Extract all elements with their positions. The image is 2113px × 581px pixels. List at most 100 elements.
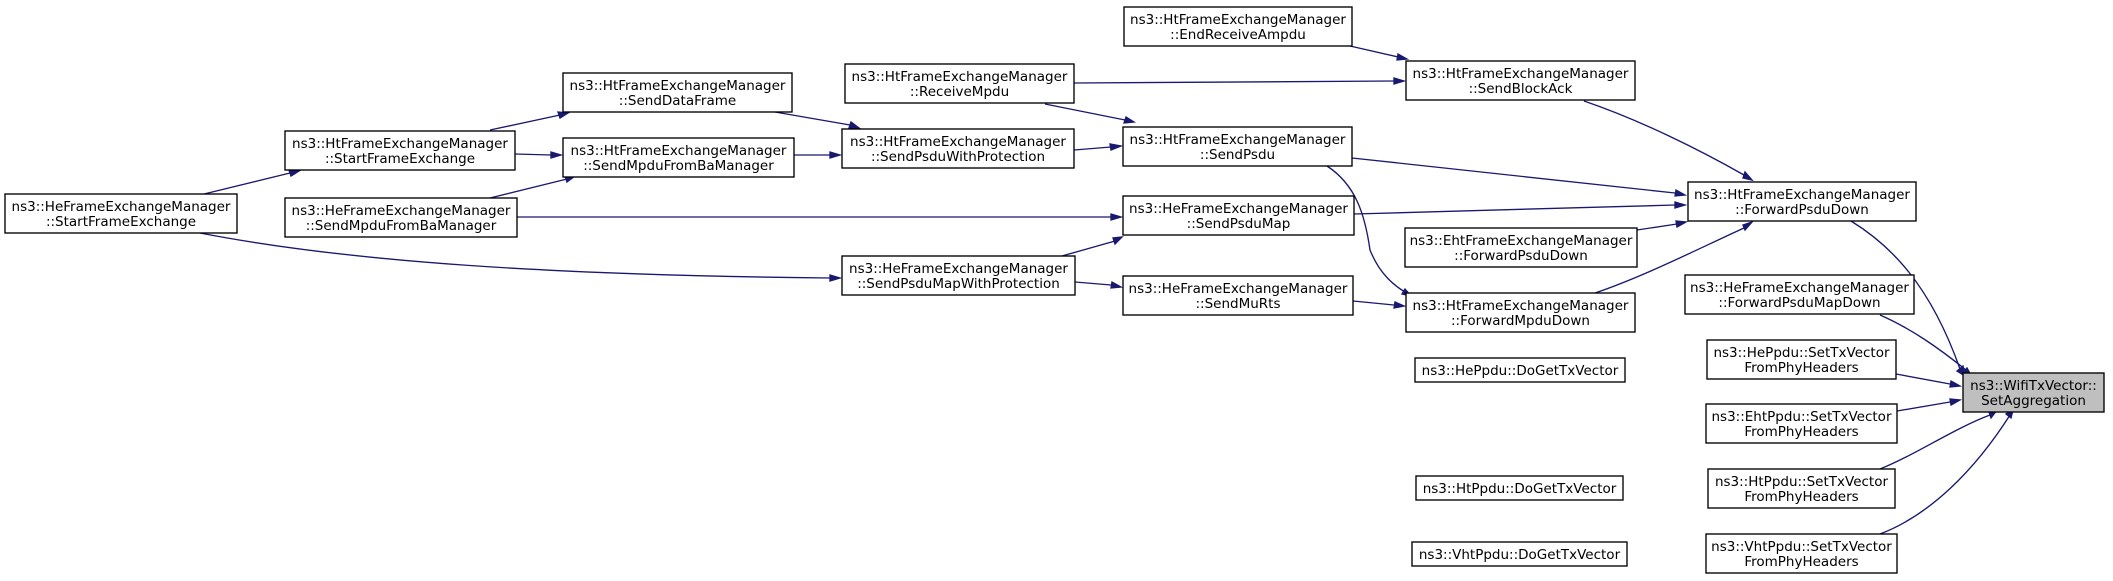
node-label-line: ::SendMpduFromBaManager	[306, 218, 497, 234]
node-box	[1707, 468, 1896, 509]
edge-line	[1879, 314, 1967, 371]
edge-line	[1061, 240, 1116, 257]
edge-n_ht_sendblockack-to-n_ht_fwd_psdu	[1583, 100, 1754, 182]
edge-line	[1353, 204, 1676, 215]
graph-node-ht-endreceiveampdu[interactable]: ns3::HtFrameExchangeManager::EndReceiveA…	[1123, 6, 1353, 47]
node-label-line: ns3::HtFrameExchangeManager	[852, 69, 1068, 85]
edge-line	[1074, 281, 1112, 286]
graph-node-vhtppdu-dogettx[interactable]: ns3::VhtPpdu::DoGetTxVector	[1411, 541, 1628, 567]
node-label-line: ns3::HtFrameExchangeManager	[1130, 12, 1346, 28]
graph-node-ht-senddataframe[interactable]: ns3::HtFrameExchangeManager::SendDataFra…	[562, 72, 793, 113]
node-label-line: ns3::HtPpdu::SetTxVector	[1715, 474, 1889, 490]
edge-line	[203, 172, 291, 195]
edge-line	[1326, 165, 1406, 293]
edge-line	[1351, 157, 1676, 194]
node-box	[562, 72, 793, 113]
node-label-line: ::EndReceiveAmpdu	[1170, 27, 1306, 43]
edge-n_ht_fwd_mpdu-to-n_ht_fwd_psdu	[1594, 220, 1755, 294]
graph-node-ht-sendmpdufromba[interactable]: ns3::HtFrameExchangeManager::SendMpduFro…	[562, 137, 795, 178]
node-label-line: ::SendPsduWithProtection	[871, 149, 1045, 165]
edge-line	[1044, 103, 1126, 121]
arrowhead-icon	[1949, 379, 1963, 388]
graph-node-he-sendpsdumapwithprot[interactable]: ns3::HeFrameExchangeManager::SendPsduMap…	[841, 255, 1076, 296]
node-label-line: ns3::HeFrameExchangeManager	[849, 261, 1068, 277]
graph-node-target[interactable]: ns3::WifiTxVector::SetAggregation	[1962, 372, 2105, 413]
edge-n_ht_sendmpdufromba-to-n_ht_sendpsduwithprot	[794, 151, 843, 159]
node-label-line: ns3::HeFrameExchangeManager	[292, 203, 511, 219]
edge-line	[1895, 373, 1951, 385]
arrowhead-icon	[829, 274, 843, 282]
edge-n_he_startframeexchange-to-n_he_sendpsdumapwithprot	[199, 232, 843, 282]
graph-node-ht-startframeexchange[interactable]: ns3::HtFrameExchangeManager::StartFrameE…	[284, 130, 516, 171]
arrowhead-icon	[829, 151, 843, 159]
arrowhead-icon	[557, 111, 571, 120]
node-box	[1405, 292, 1636, 333]
node-label-line: ::ForwardPsduMapDown	[1718, 295, 1880, 311]
node-label-line: ns3::HtFrameExchangeManager	[1413, 298, 1629, 314]
arrowhead-icon	[1110, 280, 1124, 289]
node-label-line: ns3::VhtPpdu::SetTxVector	[1711, 539, 1892, 555]
edge-n_he_sendpsdumap-to-n_ht_fwd_psdu	[1353, 201, 1688, 215]
graph-node-ht-sendpsduwithprot[interactable]: ns3::HtFrameExchangeManager::SendPsduWit…	[841, 128, 1075, 169]
graph-node-he-startframeexchange[interactable]: ns3::HeFrameExchangeManager::StartFrameE…	[4, 193, 238, 234]
node-label-line: SetAggregation	[1981, 393, 2086, 409]
node-label-line: ::ForwardPsduDown	[1735, 202, 1869, 218]
node-box	[1684, 274, 1915, 315]
arrowhead-icon	[1123, 115, 1137, 124]
edge-line	[1352, 300, 1395, 306]
edge-line	[1349, 45, 1399, 58]
graph-node-ht-receivempdu[interactable]: ns3::HtFrameExchangeManager::ReceiveMpdu	[844, 63, 1075, 104]
node-label-line: ::SendMpduFromBaManager	[583, 158, 774, 174]
arrowhead-icon	[550, 151, 564, 159]
nodes-layer: ns3::WifiTxVector::SetAggregationns3::Ht…	[4, 6, 2105, 574]
node-box	[1415, 475, 1624, 501]
edge-n_vhtppdu_settx-to-n_target	[1879, 408, 2015, 535]
edge-n_he_sendmpdufromba-to-n_ht_sendmpdufromba	[489, 175, 578, 199]
node-box	[562, 137, 795, 178]
edge-n_ht_startframeexchange-to-n_ht_senddataframe	[489, 111, 571, 131]
edge-line	[1583, 100, 1745, 176]
graph-node-he-fwd-psdumap[interactable]: ns3::HeFrameExchangeManager::ForwardPsdu…	[1684, 274, 1915, 315]
edge-n_ht_receivempdu-to-n_ht_sendblockack	[1073, 77, 1407, 85]
node-label-line: ::SendBlockAck	[1469, 81, 1573, 97]
node-label-line: ns3::HtFrameExchangeManager	[1130, 132, 1346, 148]
arrowhead-icon	[1675, 220, 1689, 229]
arrowhead-icon	[1396, 52, 1410, 61]
arrowhead-icon	[1112, 236, 1124, 246]
arrowhead-icon	[288, 169, 302, 178]
graph-node-eht-fwd-psdu[interactable]: ns3::EhtFrameExchangeManager::ForwardPsd…	[1404, 227, 1638, 268]
node-label-line: ::SendPsduMapWithProtection	[857, 276, 1060, 292]
edge-n_ht_endreceiveampdu-to-n_ht_sendblockack	[1349, 45, 1410, 61]
graph-node-ht-sendpsdu[interactable]: ns3::HtFrameExchangeManager::SendPsdu	[1122, 126, 1353, 167]
graph-node-htppdu-dogettx[interactable]: ns3::HtPpdu::DoGetTxVector	[1415, 475, 1624, 501]
edge-line	[489, 114, 561, 131]
node-box	[1705, 403, 1898, 444]
graph-node-he-sendmpdufromba[interactable]: ns3::HeFrameExchangeManager::SendMpduFro…	[284, 197, 518, 238]
arrowhead-icon	[1393, 77, 1407, 85]
graph-node-ht-fwd-psdu[interactable]: ns3::HtFrameExchangeManager::ForwardPsdu…	[1687, 181, 1917, 222]
edge-n_he_startframeexchange-to-n_ht_startframeexchange	[203, 169, 302, 195]
edge-n_ht_receivempdu-to-n_ht_sendpsdu	[1044, 103, 1137, 124]
node-label-line: ns3::HeFrameExchangeManager	[1690, 280, 1909, 296]
node-box	[1687, 181, 1917, 222]
node-label-line: ns3::EhtPpdu::SetTxVector	[1711, 409, 1891, 425]
graph-node-he-sendmurts[interactable]: ns3::HeFrameExchangeManager::SendMuRts	[1122, 275, 1354, 316]
graph-node-ht-fwd-mpdu[interactable]: ns3::HtFrameExchangeManager::ForwardMpdu…	[1405, 292, 1636, 333]
node-label-line: FromPhyHeaders	[1744, 489, 1858, 505]
edge-line	[1896, 401, 1951, 412]
graph-node-he-sendpsdumap[interactable]: ns3::HeFrameExchangeManager::SendPsduMap	[1122, 195, 1355, 236]
arrowhead-icon	[1949, 398, 1963, 407]
node-box	[1706, 339, 1897, 380]
node-box	[841, 255, 1076, 296]
edge-n_he_sendmpdufromba-to-n_he_sendpsdumap	[517, 213, 1124, 221]
edge-line	[1073, 146, 1112, 151]
node-box	[284, 197, 518, 238]
node-label-line: ::ForwardPsduDown	[1454, 248, 1588, 264]
graph-node-ht-sendblockack[interactable]: ns3::HtFrameExchangeManager::SendBlockAc…	[1405, 60, 1636, 101]
graph-node-heppdu-dogettx[interactable]: ns3::HePpdu::DoGetTxVector	[1414, 357, 1626, 383]
